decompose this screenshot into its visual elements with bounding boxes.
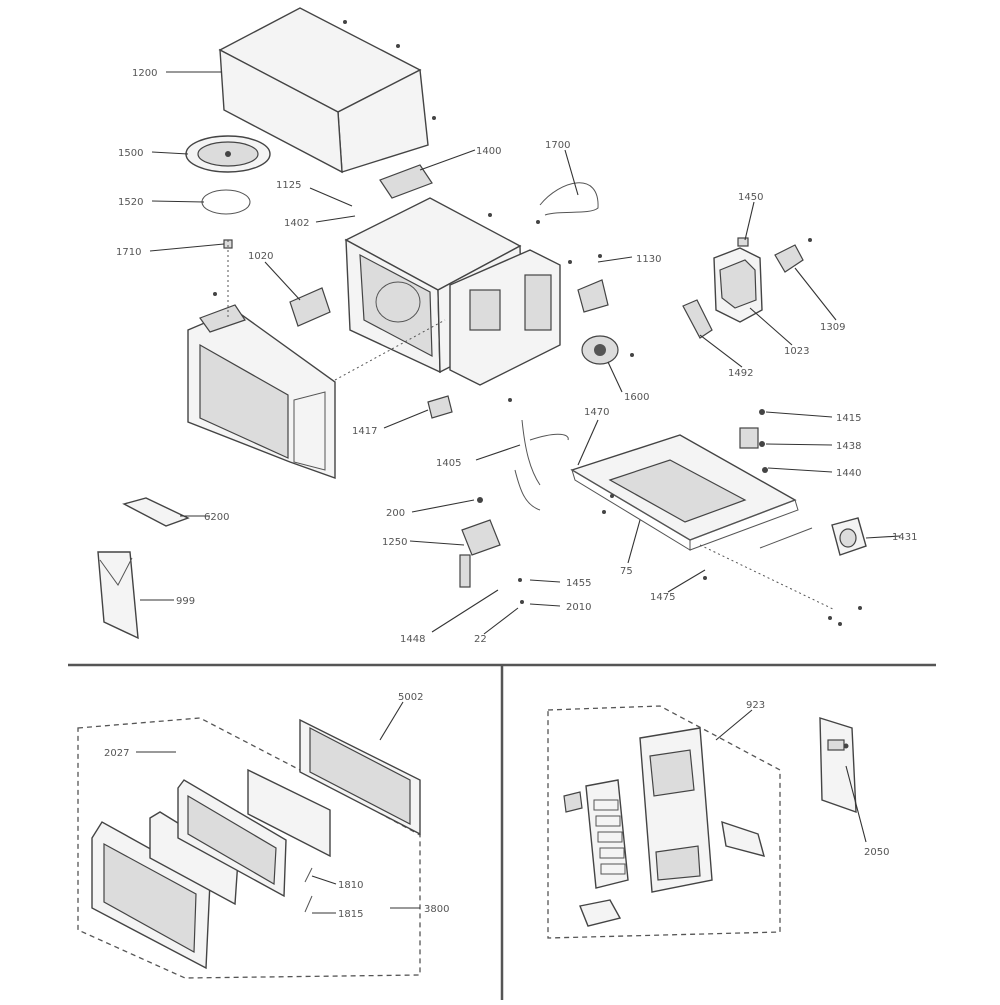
- callout-1250: 1250: [382, 537, 407, 548]
- control-panel-group: 923 2050: [547, 700, 889, 939]
- leader-lines-top: [140, 71, 901, 635]
- callout-1125: 1125: [276, 180, 301, 191]
- capacitor-clip: [774, 244, 804, 273]
- warranty-card: [122, 497, 190, 527]
- callout-923: 923: [746, 700, 765, 711]
- callout-2050: 2050: [864, 847, 889, 858]
- callout-1023: 1023: [784, 346, 809, 357]
- cabinet-cover: [218, 7, 429, 174]
- blower-bracket: [577, 279, 609, 313]
- fan-motor: [581, 335, 619, 365]
- control-chassis: [449, 249, 561, 386]
- waveguide: [289, 287, 331, 327]
- callout-1470: 1470: [584, 407, 609, 418]
- vent-grille: [379, 164, 433, 199]
- callout-1492: 1492: [728, 368, 753, 379]
- callout-1455: 1455: [566, 578, 591, 589]
- callout-999: 999: [176, 596, 195, 607]
- callout-1475: 1475: [650, 592, 675, 603]
- callout-22: 22: [474, 634, 487, 645]
- door-cable: [539, 182, 599, 216]
- callout-1417: 1417: [352, 426, 377, 437]
- callout-1450: 1450: [738, 192, 763, 203]
- callout-1405: 1405: [436, 458, 461, 469]
- transformer-assembly: [713, 237, 763, 323]
- roller-ring: [201, 189, 251, 215]
- front-door-assembly: [187, 304, 336, 479]
- callout-1710: 1710: [116, 247, 141, 258]
- fastener-marks: [213, 20, 862, 626]
- callout-1810: 1810: [338, 880, 363, 891]
- base-plate: [570, 434, 799, 551]
- keypad-grid: [593, 799, 626, 875]
- callout-1431: 1431: [892, 532, 917, 543]
- latch-assembly: [459, 519, 501, 588]
- instruction-manual: [97, 551, 139, 640]
- turntable-motor: [831, 517, 867, 556]
- sensor-bracket: [427, 395, 453, 419]
- callout-1309: 1309: [820, 322, 845, 333]
- callout-1815: 1815: [338, 909, 363, 920]
- callout-1438: 1438: [836, 441, 861, 452]
- callout-1520: 1520: [118, 197, 143, 208]
- callout-5002: 5002: [398, 692, 423, 703]
- callout-1402: 1402: [284, 218, 309, 229]
- diode-part: [682, 299, 713, 339]
- callout-1440: 1440: [836, 468, 861, 479]
- callout-2027: 2027: [104, 748, 129, 759]
- callout-labels-top: 1200 1500 1520 1710 1125 1402 1400 1700 …: [116, 68, 917, 645]
- callout-1020: 1020: [248, 251, 273, 262]
- callout-1700: 1700: [545, 140, 570, 151]
- callout-75: 75: [620, 566, 633, 577]
- callout-3800: 3800: [424, 904, 449, 915]
- callout-1600: 1600: [624, 392, 649, 403]
- interlock-switches: [739, 409, 768, 473]
- wire-harness: [514, 419, 569, 511]
- turntable-tray: [185, 135, 271, 173]
- callout-1415: 1415: [836, 413, 861, 424]
- callout-1400: 1400: [476, 146, 501, 157]
- callout-6200: 6200: [204, 512, 229, 523]
- callout-200: 200: [386, 508, 405, 519]
- callout-1500: 1500: [118, 148, 143, 159]
- callout-1448: 1448: [400, 634, 425, 645]
- callout-2010: 2010: [566, 602, 591, 613]
- callout-1130: 1130: [636, 254, 661, 265]
- door-assembly-group: 2027 5002 1810 1815 3800: [77, 692, 449, 979]
- callout-1200: 1200: [132, 68, 157, 79]
